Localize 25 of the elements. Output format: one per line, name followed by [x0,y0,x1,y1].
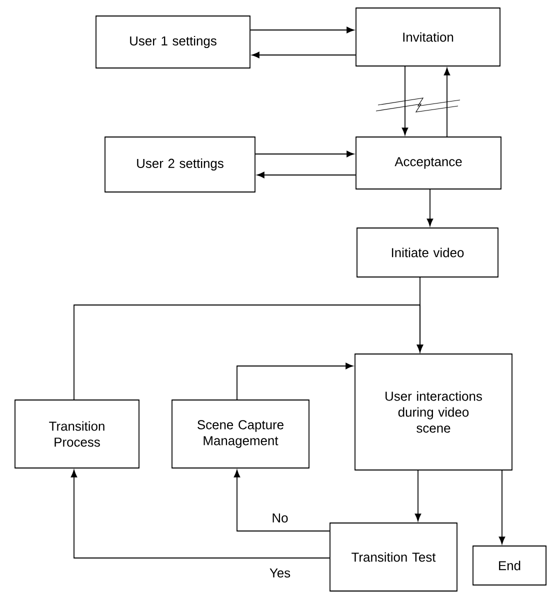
arrow [256,172,356,178]
process-box: User 1 settings [96,16,250,68]
arrow [444,68,450,137]
process-box: End [472,546,546,586]
process-box: User 2 settings [104,136,256,192]
process-box: Acceptance [356,136,502,190]
arrow [70,470,330,558]
edge-label: Yes [268,567,292,579]
arrow [234,470,330,532]
process-box: Invitation [356,8,500,66]
arrow [250,26,354,34]
arrow [255,150,354,158]
arrow [414,470,422,522]
arrow [74,304,424,400]
process-box: Scene Capture Management [172,400,310,468]
arrow [498,470,506,544]
process-box: User interactions during video scene [354,354,512,470]
arrow [252,52,356,58]
arrow [426,189,434,226]
arrow [236,362,354,400]
process-box: Initiate video [356,228,498,278]
process-box: Transition Process [14,400,140,468]
process-box: Transition Test [330,522,458,592]
arrow [402,66,408,136]
edge-label: No [270,512,290,524]
